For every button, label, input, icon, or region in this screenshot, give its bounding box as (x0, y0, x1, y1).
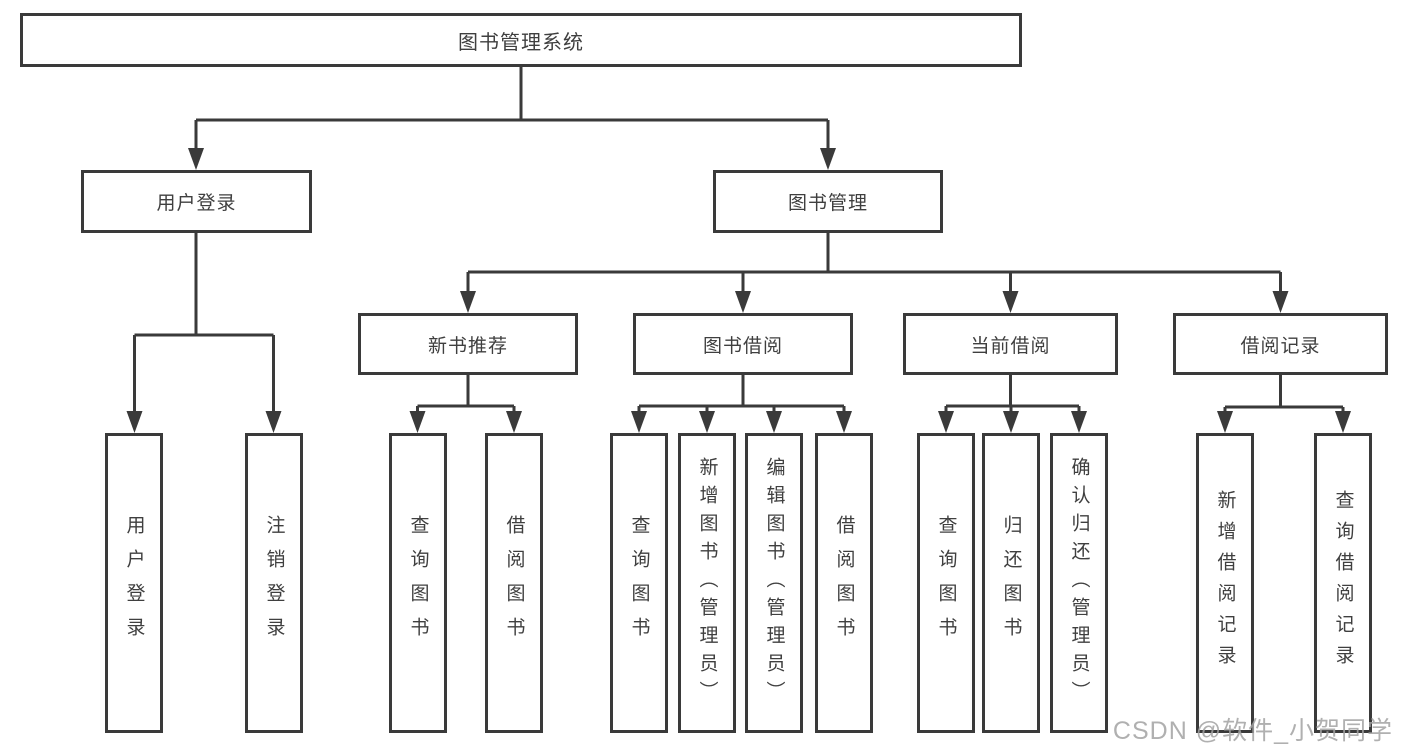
node-label: 查询图书 (935, 515, 957, 651)
node-label: 注销登录 (263, 515, 285, 651)
node-current-borrowing: 当前借阅 (903, 313, 1118, 375)
node-book-management: 图书管理 (713, 170, 943, 233)
node-label: 图书借阅 (702, 335, 783, 357)
leaf-query-books-borrowing: 查询图书 (610, 433, 668, 733)
node-label: 借阅图书 (833, 515, 855, 651)
node-label: 确认归还（管理员） (1068, 457, 1090, 709)
node-label: 查询图书 (407, 515, 429, 651)
watermark: CSDN @软件_小贺同学 (1112, 717, 1393, 745)
node-label: 借阅记录 (1240, 335, 1321, 357)
node-label: 新书推荐 (427, 335, 508, 357)
node-label: 图书管理系统 (458, 31, 584, 54)
node-borrowing-records: 借阅记录 (1173, 313, 1388, 375)
node-label: 归还图书 (1000, 515, 1022, 651)
node-label: 查询借阅记录 (1332, 490, 1354, 676)
node-label: 查询图书 (628, 515, 650, 651)
leaf-borrow-books: 借阅图书 (815, 433, 873, 733)
leaf-edit-books-admin: 编辑图书（管理员） (745, 433, 803, 733)
leaf-query-books-recommend: 查询图书 (389, 433, 447, 733)
node-user-login: 用户登录 (81, 170, 312, 233)
leaf-return-books: 归还图书 (982, 433, 1040, 733)
leaf-query-borrow-record: 查询借阅记录 (1314, 433, 1372, 733)
node-label: 当前借阅 (970, 335, 1051, 357)
node-label: 用户登录 (156, 193, 237, 214)
leaf-query-books-current: 查询图书 (917, 433, 975, 733)
leaf-add-books-admin: 新增图书（管理员） (678, 433, 736, 733)
node-label: 新增图书（管理员） (696, 457, 718, 709)
node-label: 编辑图书（管理员） (763, 457, 785, 709)
leaf-user-login: 用户登录 (105, 433, 163, 733)
node-label: 新增借阅记录 (1214, 490, 1236, 676)
node-book-borrowing: 图书借阅 (633, 313, 853, 375)
leaf-logout: 注销登录 (245, 433, 303, 733)
leaf-confirm-return-admin: 确认归还（管理员） (1050, 433, 1108, 733)
node-label: 借阅图书 (503, 515, 525, 651)
leaf-add-borrow-record: 新增借阅记录 (1196, 433, 1254, 733)
node-new-book-recommend: 新书推荐 (358, 313, 578, 375)
node-label: 图书管理 (787, 193, 868, 214)
node-library-management-system: 图书管理系统 (20, 13, 1022, 67)
leaf-borrow-books-recommend: 借阅图书 (485, 433, 543, 733)
node-label: 用户登录 (123, 515, 145, 651)
